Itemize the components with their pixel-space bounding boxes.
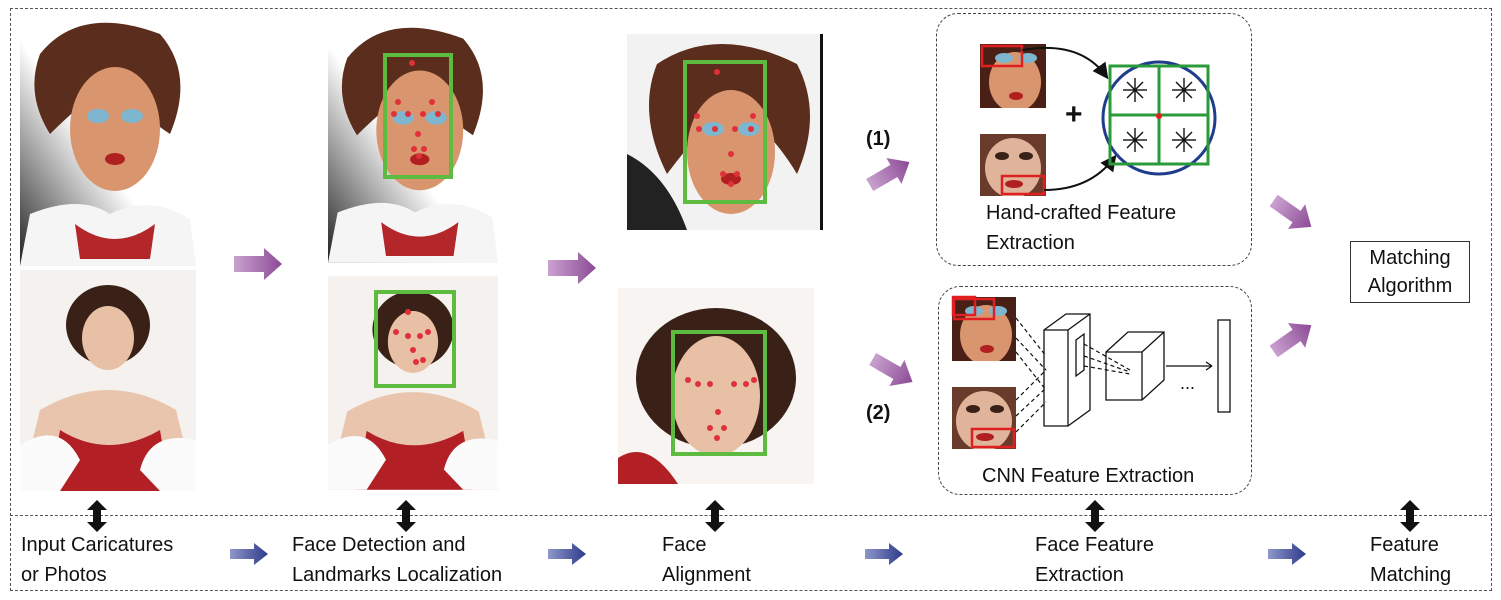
stage-detection-label: Face Detection and Landmarks Localizatio… xyxy=(292,534,503,586)
cnn-feature-box xyxy=(938,286,1252,495)
detection-photo-image xyxy=(328,272,498,494)
arrow-to-handcrafted xyxy=(866,158,910,192)
plus-sign: + xyxy=(1065,98,1083,131)
stage-arrow-1 xyxy=(230,543,268,565)
matching-algorithm-box: Matching Algorithm xyxy=(1350,241,1470,303)
arrow-detection-to-alignment xyxy=(548,252,596,284)
arrow-to-cnn xyxy=(869,352,913,386)
stage-input-label: Input Caricatures or Photos xyxy=(21,534,174,586)
stage-feature-matching-label: Feature Matching xyxy=(1370,534,1452,586)
matching-label-line2: Algorithm xyxy=(1367,275,1453,297)
descriptor-circle xyxy=(1101,60,1217,176)
stage-arrow-2 xyxy=(548,543,586,565)
double-arrow-alignment xyxy=(705,500,725,532)
double-arrow-feature xyxy=(1085,500,1105,532)
branch-label-2: (2) xyxy=(866,402,891,424)
stage-alignment-label: Face Alignment xyxy=(662,534,751,586)
handcrafted-label-line2: Extraction xyxy=(986,232,1075,254)
stage-arrow-3 xyxy=(865,543,903,565)
handcrafted-photo-patch xyxy=(980,134,1046,196)
cnn-photo-patch xyxy=(952,387,1016,449)
handcrafted-feature-box xyxy=(936,13,1252,266)
matching-label-line1: Matching xyxy=(1369,247,1451,269)
outer-dashed-frame xyxy=(10,8,1492,591)
arrow-input-to-detection xyxy=(234,248,282,280)
arrow-cnn-to-matching xyxy=(1269,323,1312,358)
double-arrow-detection xyxy=(396,500,416,532)
aligned-photo-image xyxy=(618,288,814,484)
cnn-label: CNN Feature Extraction xyxy=(982,465,1195,487)
gradient-histogram-icons xyxy=(1123,78,1196,152)
detection-box-caricature xyxy=(383,53,453,179)
detection-caricature-image xyxy=(328,14,498,268)
branch-label-1: (1) xyxy=(866,128,891,150)
double-arrow-matching xyxy=(1400,500,1420,532)
detection-box-photo xyxy=(374,290,456,388)
input-caricature-image xyxy=(20,14,196,266)
double-arrow-input xyxy=(87,500,107,532)
cnn-caricature-patch xyxy=(952,297,1016,361)
stage-arrow-4 xyxy=(1268,543,1306,565)
aligned-caricature-image xyxy=(627,34,823,230)
cnn-ellipsis: ... xyxy=(1180,373,1196,393)
arrow-handcrafted-to-matching xyxy=(1269,194,1312,229)
stage-divider-line xyxy=(10,515,1492,516)
input-photo-image xyxy=(20,270,196,491)
stage-feature-extraction-label: Face Feature Extraction xyxy=(1035,534,1154,586)
handcrafted-caricature-patch xyxy=(980,44,1046,108)
handcrafted-label-line1: Hand-crafted Feature xyxy=(986,202,1177,224)
